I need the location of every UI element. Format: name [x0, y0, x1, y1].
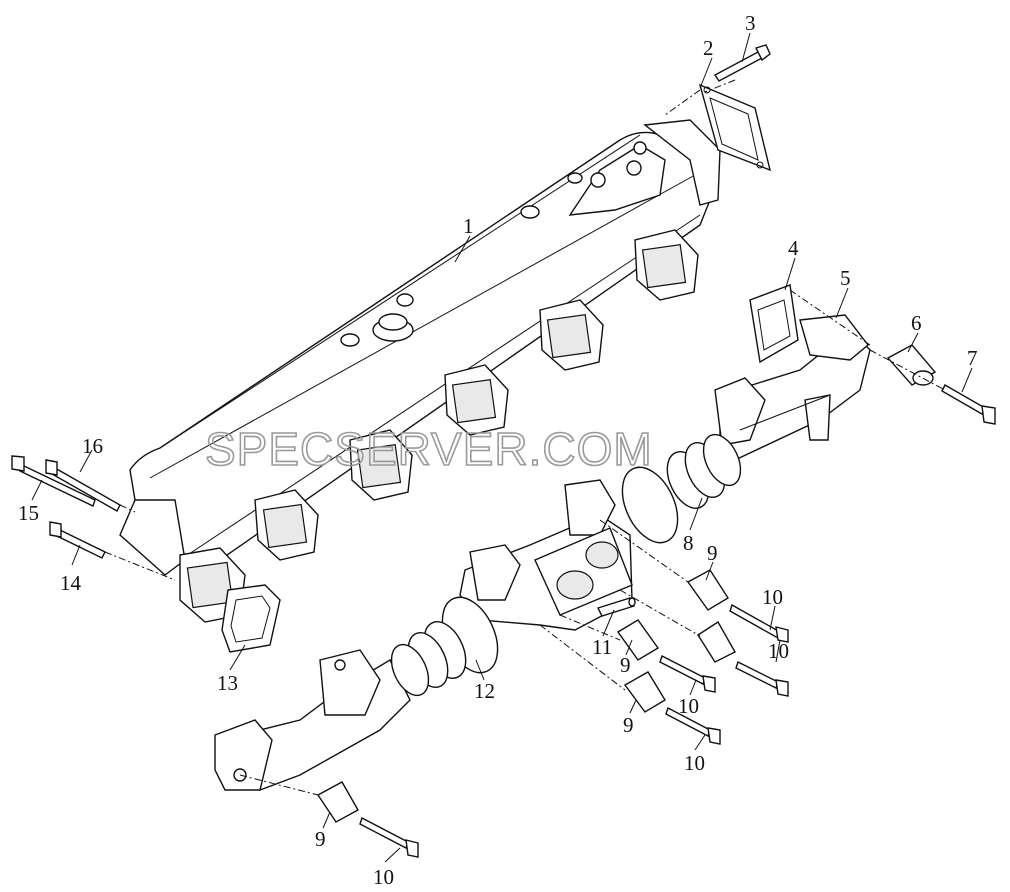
callout-10-e: 10	[373, 865, 394, 889]
callout-2: 2	[703, 36, 714, 60]
callout-13: 13	[217, 671, 238, 695]
callout-5: 5	[840, 266, 851, 290]
callout-9-a: 9	[707, 541, 718, 565]
gasket-4	[749, 284, 799, 364]
callout-1: 1	[463, 214, 474, 238]
spacer-bolt-set-d	[623, 671, 721, 745]
gasket-13	[221, 584, 281, 653]
callout-16: 16	[82, 434, 103, 458]
callout-14: 14	[60, 571, 82, 595]
callout-9-c: 9	[623, 713, 634, 737]
callout-10-a: 10	[762, 585, 783, 609]
callout-8: 8	[683, 531, 694, 555]
callout-15: 15	[18, 501, 39, 525]
callout-10-c: 10	[678, 694, 699, 718]
callout-12: 12	[474, 679, 495, 703]
spacer-bolt-set-e	[316, 781, 419, 858]
bolt-15	[11, 455, 96, 507]
watermark-text: SPECSERVER.COM	[205, 423, 653, 475]
bolt-16	[45, 459, 121, 512]
exhaust-manifold-front	[214, 649, 411, 791]
bolt-14	[49, 521, 106, 559]
spacer-6	[886, 344, 937, 386]
callout-10-b: 10	[768, 639, 789, 663]
pin-11	[597, 597, 636, 617]
callout-6: 6	[911, 311, 922, 335]
seal-rings-12	[390, 596, 499, 697]
callout-9-d: 9	[315, 827, 326, 851]
upper-manifold	[119, 119, 721, 623]
bolt-3	[713, 44, 771, 82]
callout-numbers: 1 2 3 4 5 6 7 8 9 10 10 11 9 12 10 9 10 …	[18, 11, 978, 889]
callout-10-d: 10	[684, 751, 705, 775]
spacer-bolt-set-a	[686, 569, 789, 643]
exhaust-manifold-rear	[714, 314, 871, 461]
leader-lines	[31, 32, 973, 863]
callout-9-b: 9	[620, 653, 631, 677]
callout-3: 3	[745, 11, 756, 35]
spacer-bolt-set-b	[697, 621, 789, 697]
bolt-7	[941, 384, 996, 425]
callout-4: 4	[788, 236, 799, 260]
callout-11: 11	[592, 635, 612, 659]
manifold-ports	[179, 229, 699, 623]
callout-7: 7	[967, 346, 978, 370]
seal-rings-8	[621, 433, 742, 544]
spacer-bolt-set-c	[616, 619, 716, 693]
